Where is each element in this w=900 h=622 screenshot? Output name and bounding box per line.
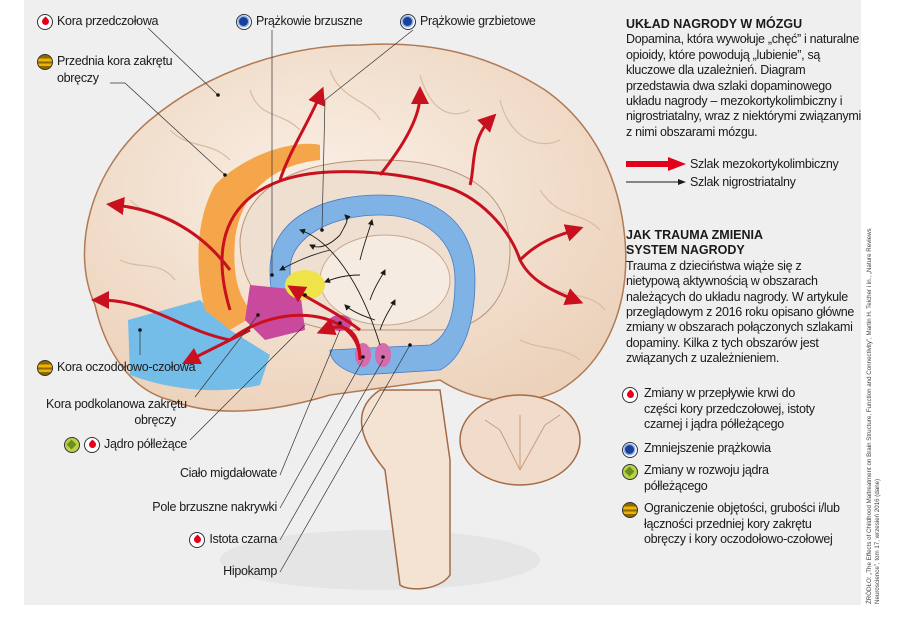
pathway-legend-mezokortykolimbiczny: Szlak mezokortykolimbiczny: [626, 157, 839, 171]
blood-drop-icon: [189, 531, 206, 548]
label-cialo-migdalowate: Ciało migdałowate: [179, 466, 277, 480]
region-orbitofrontal: [128, 300, 270, 391]
label-kora-podkolanowa: Kora podkolanowa zakrętu obręczy: [46, 396, 187, 428]
trauma-title-line2: SYSTEM NAGRODY: [626, 243, 745, 258]
yellow-stripe-icon: [37, 359, 53, 376]
label-prazkowie-brzuszne: Prążkowie brzuszne: [236, 13, 363, 30]
legend-text: Zmiany w rozwoju jądra półleżącego: [644, 463, 769, 493]
leader-lines: [110, 27, 414, 573]
region-striatum: [269, 194, 476, 376]
nigrostriatal-pathway: [279, 214, 396, 346]
thalamus: [319, 234, 451, 326]
legend-item-accumbens: Zmiany w rozwoju jądra półleżącego: [622, 463, 772, 494]
green-diamond-icon: [622, 464, 638, 480]
legend-text: Zmniejszenie prążkowia: [644, 441, 771, 455]
label-kora-oczodolowo: Kora oczodołowo-czołowa: [37, 359, 196, 376]
blood-drop-icon: [37, 13, 53, 30]
mesocorticolimbic-pathway: [91, 86, 584, 365]
label-text: obręczy: [57, 70, 99, 85]
intro-text: Dopamina, która wywołuje „chęć” i natura…: [626, 32, 861, 139]
shadow: [220, 530, 540, 590]
label-prazkowie-grzbietowe: Prążkowie grzbietowe: [400, 13, 536, 30]
label-hipokamp: Hipokamp: [223, 564, 277, 578]
pathway-legend-nigrostriatalny: Szlak nigrostriatalny: [626, 175, 796, 189]
legend-text: Ograniczenie objętości, grubości i/lub ł…: [644, 501, 840, 546]
green-diamond-icon: [64, 436, 80, 453]
label-text: Kora podkolanowa zakrętu: [46, 397, 187, 411]
trauma-text: Trauma z dzieciństwa wiąże się z nietypo…: [626, 258, 855, 366]
yellow-stripe-icon: [37, 53, 53, 70]
brainstem: [360, 389, 451, 590]
label-text: Prążkowie brzuszne: [256, 14, 363, 28]
reward-system-section: UKŁAD NAGRODY W MÓZGU Dopamina, która wy…: [626, 17, 861, 140]
section-title: UKŁAD NAGRODY W MÓZGU: [626, 17, 803, 31]
blood-drop-icon: [622, 387, 638, 403]
pathway-label: Szlak mezokortykolimbiczny: [690, 157, 839, 171]
source-credit: ŹRÓDŁO: „The Effects of Childhood Maltre…: [866, 228, 881, 604]
label-text: Istota czarna: [209, 532, 277, 546]
arbor-vitae: [484, 414, 561, 471]
label-pole-brzuszne: Pole brzuszne nakrywki: [152, 500, 277, 514]
thin-black-arrow-icon: [626, 179, 686, 185]
legend-item-cingulate: Ograniczenie objętości, grubości i/lub ł…: [622, 501, 847, 548]
label-jadro-polezace: Jądro półleżące: [64, 436, 187, 453]
striatum-dot-icon: [236, 13, 252, 30]
legend-text: Zmiany w przepływie krwi do części kory …: [644, 386, 815, 431]
label-istota-czarna: Istota czarna: [150, 531, 277, 548]
striatum-dot-icon: [400, 13, 416, 30]
trauma-section: JAK TRAUMA ZMIENIA SYSTEM NAGRODY Trauma…: [626, 228, 861, 367]
label-text: Kora przedczołowa: [57, 14, 159, 28]
region-substantia-nigra: [375, 343, 391, 367]
label-text: obręczy: [134, 413, 176, 427]
blood-drop-icon: [84, 436, 100, 453]
yellow-stripe-icon: [622, 502, 638, 518]
label-przednia-kora: Przednia kora zakrętu obręczy: [37, 53, 173, 86]
legend-item-blood-flow: Zmiany w przepływie krwi do części kory …: [622, 386, 822, 433]
pathway-label: Szlak nigrostriatalny: [690, 175, 796, 189]
thick-red-arrow-icon: [626, 157, 686, 171]
leader-dots: [138, 93, 412, 359]
label-kora-przedczolowa: Kora przedczołowa: [37, 13, 159, 30]
label-text: Kora oczodołowo-czołowa: [57, 360, 196, 374]
label-text: Prążkowie grzbietowe: [420, 14, 536, 28]
trauma-title-line1: JAK TRAUMA ZMIENIA: [626, 228, 764, 242]
striatum-dot-icon: [622, 442, 638, 458]
label-text: Przednia kora zakrętu: [57, 54, 173, 68]
legend-item-striatum: Zmniejszenie prążkowia: [622, 441, 862, 458]
label-text: Jądro półleżące: [104, 437, 188, 451]
region-cingulate: [198, 143, 320, 330]
